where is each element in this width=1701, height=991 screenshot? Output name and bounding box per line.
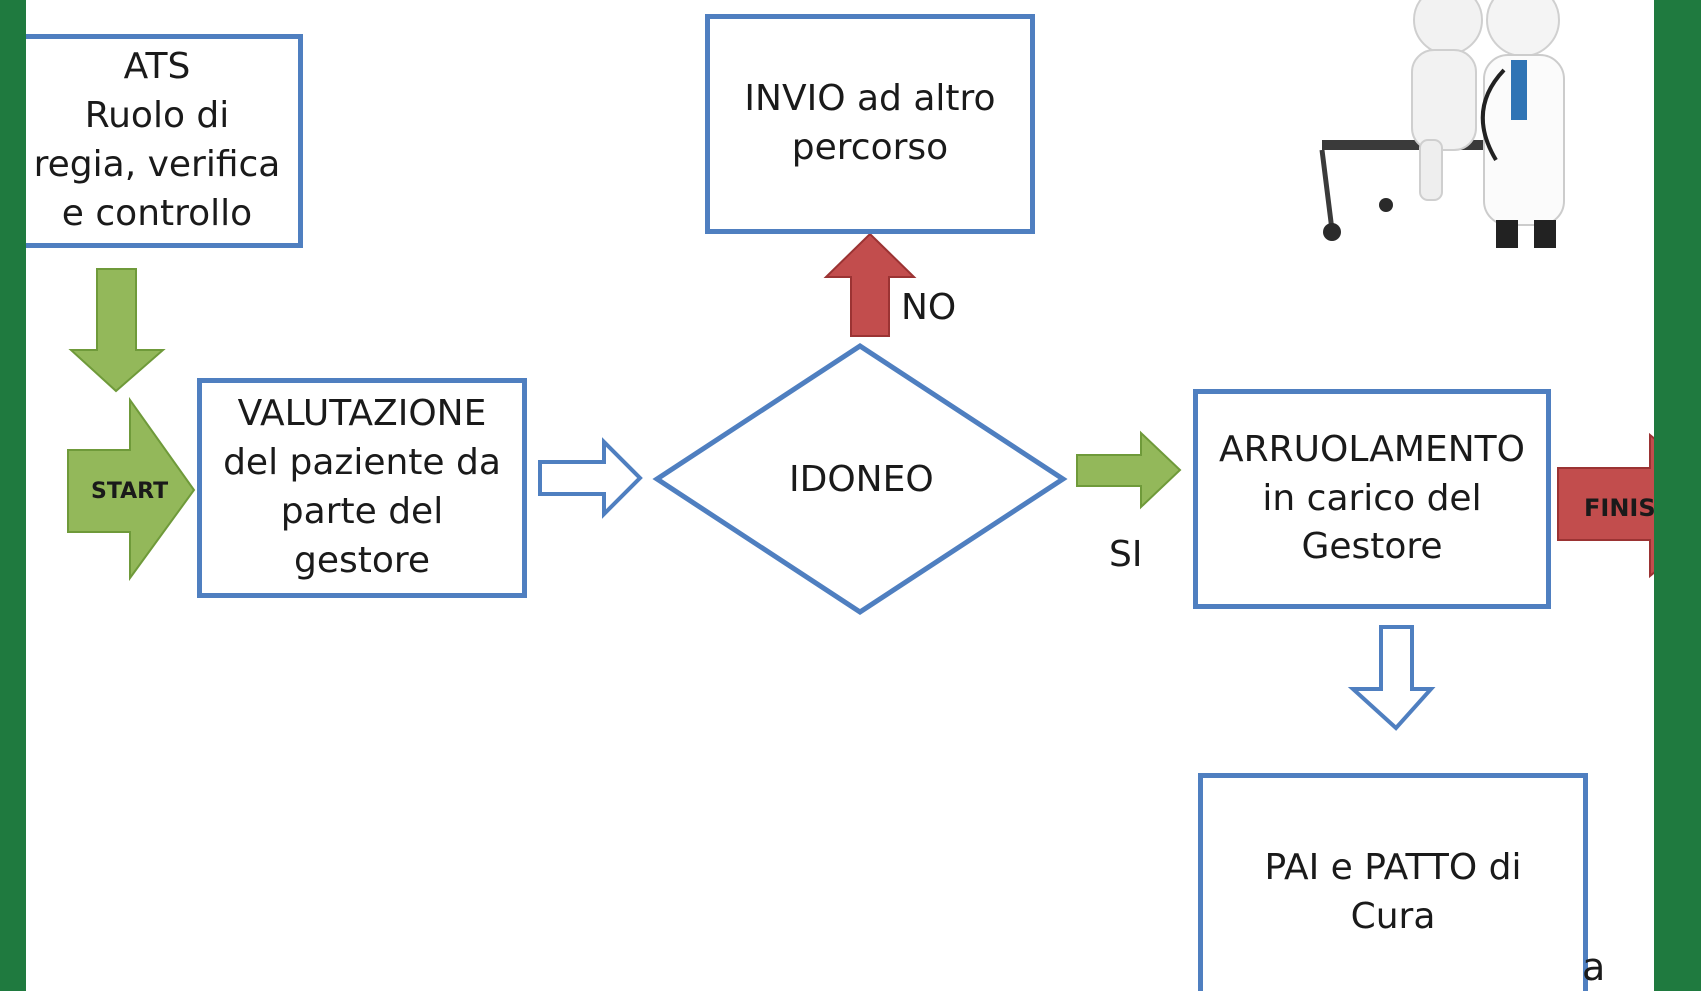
start-label: START xyxy=(91,479,169,504)
doctor-with-patient-illustration-icon xyxy=(1319,0,1565,248)
pai-box: PAI e PATTO di Cura xyxy=(1198,773,1588,991)
hollow-down-arrow xyxy=(1347,625,1436,731)
clipped-text-fragment: a xyxy=(1582,945,1606,989)
si-right-arrow xyxy=(1076,430,1182,510)
connector-layer xyxy=(67,0,1654,731)
ats-box: ATS Ruolo di regia, verifica e controllo xyxy=(26,34,303,248)
si-label: SI xyxy=(1109,534,1143,575)
start-arrow xyxy=(67,396,196,582)
no-label: NO xyxy=(901,287,957,328)
hollow-right-arrow xyxy=(538,437,643,519)
arruolamento-box: ARRUOLAMENTO in carico del Gestore xyxy=(1193,389,1551,609)
flowchart-canvas: ATS Ruolo di regia, verifica e controllo… xyxy=(26,0,1654,991)
invio-box: INVIO ad altro percorso xyxy=(705,14,1035,234)
finish-arrow xyxy=(1557,432,1654,579)
ats-down-arrow xyxy=(68,268,166,393)
valutazione-box: VALUTAZIONE del paziente da parte del ge… xyxy=(197,378,527,598)
idoneo-label: IDONEO xyxy=(789,459,934,500)
no-up-arrow xyxy=(823,232,917,337)
finish-label: FINISH xyxy=(1584,494,1654,522)
idoneo-diamond-shape xyxy=(652,343,1068,615)
